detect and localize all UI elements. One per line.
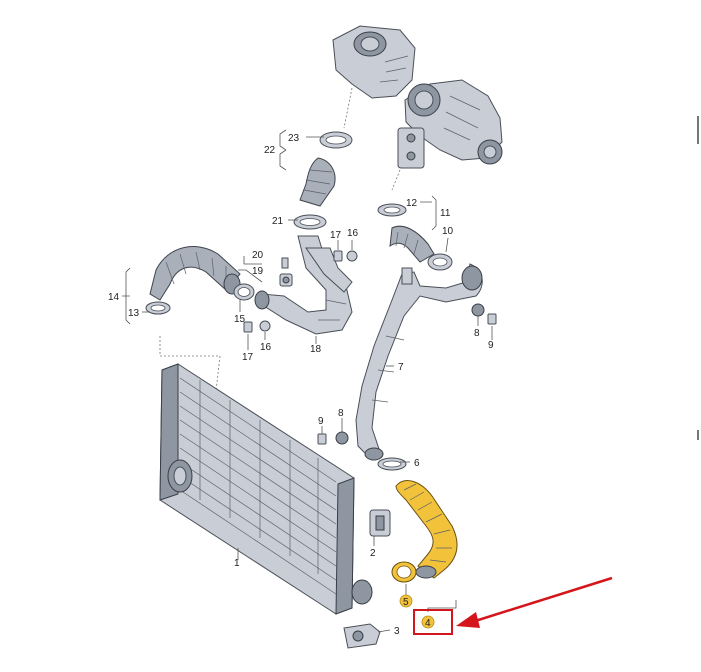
bolt-17-upper xyxy=(333,250,343,262)
mount-3 xyxy=(343,623,381,649)
turbo-gasket xyxy=(397,127,425,169)
bolt-9-upper xyxy=(487,313,497,325)
bolt-17-lower xyxy=(243,321,253,333)
label-9-upper: 9 xyxy=(488,340,494,351)
label-18: 18 xyxy=(310,344,322,355)
nut-16-upper xyxy=(346,250,358,262)
label-17-lower: 17 xyxy=(242,352,254,363)
label-7: 7 xyxy=(398,362,404,373)
label-5-badge xyxy=(399,594,413,608)
clamp-6 xyxy=(377,457,407,471)
intercooler-1 xyxy=(159,363,373,615)
hose-11 xyxy=(389,225,435,263)
edge-marker-lower xyxy=(697,430,699,440)
hose-14 xyxy=(149,246,241,301)
hose-22 xyxy=(299,157,336,207)
label-16-lower: 16 xyxy=(260,342,272,353)
clamp-10 xyxy=(427,253,453,271)
label-21: 21 xyxy=(272,216,284,227)
label-11: 11 xyxy=(440,208,451,219)
label-17-upper: 17 xyxy=(330,230,342,241)
leader-lines xyxy=(122,129,493,633)
label-22: 22 xyxy=(264,145,276,156)
label-20: 20 xyxy=(252,250,264,261)
sensor-19 xyxy=(279,273,293,287)
label-10: 10 xyxy=(442,226,454,237)
label-9-lower: 9 xyxy=(318,416,324,427)
label-12: 12 xyxy=(406,198,418,209)
clamp-23 xyxy=(319,131,353,149)
label-23: 23 xyxy=(288,133,300,144)
label-16-upper: 16 xyxy=(347,228,359,239)
grommet-8-upper xyxy=(471,303,485,317)
edge-marker xyxy=(697,116,699,144)
label-14: 14 xyxy=(108,292,120,303)
bolt-9-lower xyxy=(317,433,327,445)
turbocharger xyxy=(404,79,503,165)
label-1: 1 xyxy=(234,558,240,569)
highlight-box-4 xyxy=(413,609,453,635)
label-3: 3 xyxy=(394,626,400,637)
label-15: 15 xyxy=(234,314,246,325)
label-5: 5 xyxy=(403,597,409,608)
label-2: 2 xyxy=(370,548,376,559)
pipe-18 xyxy=(254,235,353,335)
clamp-21 xyxy=(293,214,327,230)
clamp-13 xyxy=(145,301,171,315)
label-13: 13 xyxy=(128,308,140,319)
arrow-right-icon xyxy=(456,576,613,628)
label-4: 4 xyxy=(425,618,431,629)
charge-air-hose-4 xyxy=(395,480,458,579)
nut-16-lower xyxy=(259,320,271,332)
exhaust-manifold xyxy=(332,25,416,99)
pipe-7 xyxy=(355,263,483,461)
label-19: 19 xyxy=(252,266,264,277)
clamp-5 xyxy=(391,561,417,583)
clamp-12 xyxy=(377,203,407,217)
clamp-15 xyxy=(233,283,255,301)
grommet-8-lower xyxy=(335,431,349,445)
label-8-upper: 8 xyxy=(474,328,480,339)
label-6: 6 xyxy=(414,458,420,469)
bracket-2 xyxy=(369,509,391,537)
label-8-lower: 8 xyxy=(338,408,344,419)
label-4-badge xyxy=(421,615,435,629)
sensor-20 xyxy=(281,257,289,269)
